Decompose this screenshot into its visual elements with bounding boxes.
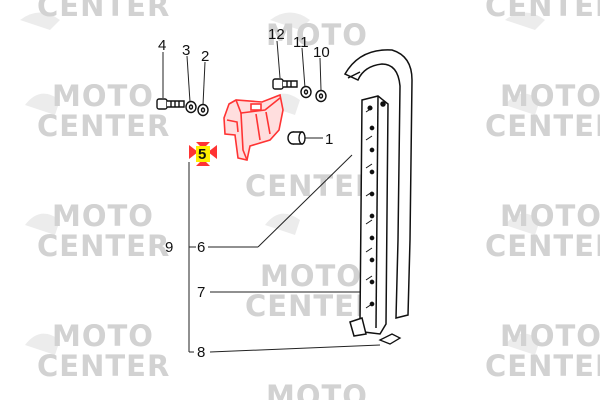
watermark-text: MOTO (260, 259, 362, 293)
part-10-washer (315, 89, 327, 103)
callout-10[interactable]: 10 (313, 44, 330, 61)
part-5-selection-marker (189, 142, 217, 166)
part-5-chain-tensioner[interactable] (223, 93, 284, 161)
watermark-text: CENTER (37, 109, 170, 143)
watermark-text: MOTO (52, 79, 154, 113)
part-11-washer (300, 85, 312, 99)
callout-1[interactable]: 1 (325, 131, 333, 148)
callout-4[interactable]: 4 (158, 37, 166, 54)
part-3-washer (185, 100, 197, 114)
callout-11[interactable]: 11 (293, 34, 309, 51)
watermark-text: MOTO (266, 18, 368, 52)
part-1-spacer (287, 131, 306, 145)
watermark-text: MOTO (500, 199, 600, 233)
part-12-bolt (272, 78, 298, 90)
part-4-bolt (156, 98, 185, 110)
callout-3[interactable]: 3 (182, 42, 190, 59)
callout-5[interactable]: 5 (198, 146, 206, 163)
watermark-text: CENTER (485, 229, 600, 263)
leader-lines (162, 40, 381, 353)
callout-8[interactable]: 8 (197, 344, 205, 361)
callout-2[interactable]: 2 (201, 48, 209, 65)
callout-7[interactable]: 7 (197, 284, 205, 301)
watermark-text: CENTER (485, 109, 600, 143)
part-8-rubber-pad (378, 333, 402, 345)
watermark-text: CENTER (37, 229, 170, 263)
callout-6[interactable]: 6 (197, 239, 205, 256)
watermark-text: CENTER (485, 0, 600, 23)
watermark-text: MOTO (500, 79, 600, 113)
watermark-text: MOTO (500, 319, 600, 353)
callout-labels: 4 3 2 12 11 10 1 5 9 6 7 8 (158, 26, 333, 361)
watermark-text: CENTER (245, 169, 378, 203)
watermark-text: CENTER (245, 289, 378, 323)
callout-12[interactable]: 12 (268, 26, 285, 43)
watermark-layer: CENTER CENTER MOTO MOTO CENTER MOTO CENT… (20, 0, 600, 400)
part-2-washer (197, 103, 209, 117)
watermark-text: MOTO (52, 319, 154, 353)
watermark-text: MOTO (266, 379, 368, 400)
callout-9[interactable]: 9 (165, 239, 173, 256)
watermark-text: MOTO (52, 199, 154, 233)
watermark-text: CENTER (37, 0, 170, 23)
watermark-text: CENTER (37, 349, 170, 383)
chain-guide-rail (343, 49, 413, 337)
watermark-text: CENTER (485, 349, 600, 383)
